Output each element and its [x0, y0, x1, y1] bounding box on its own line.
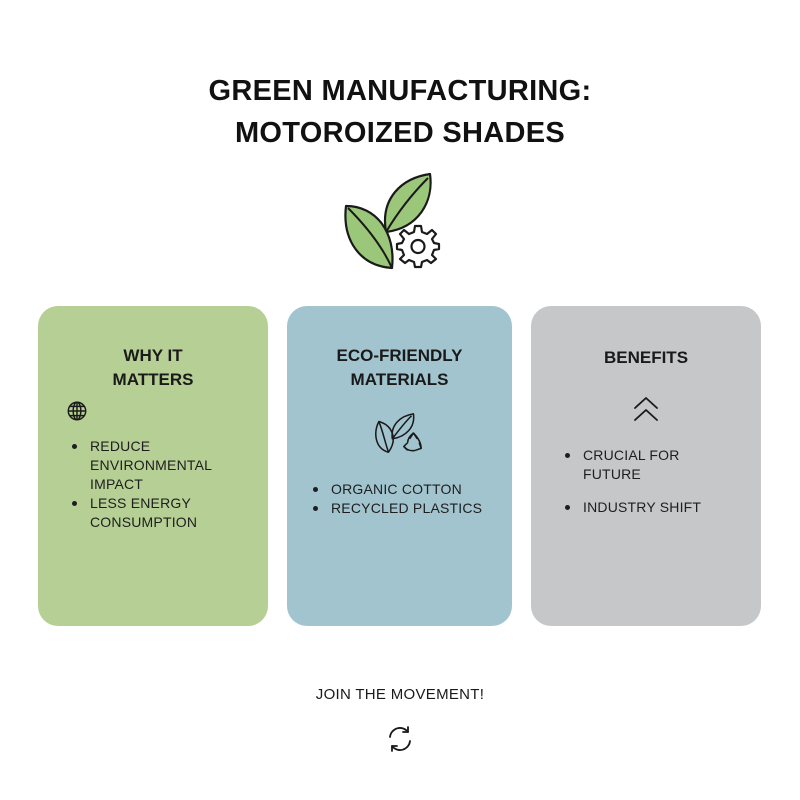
join-movement-text: JOIN THE MOVEMENT! [315, 686, 485, 703]
title-line-1: GREEN MANUFACTURING: [208, 75, 592, 107]
bullet-list: REDUCE ENVIRONMENTAL IMPACT LESS ENERGY … [68, 437, 212, 532]
list-item: ORGANIC COTTON [309, 480, 482, 499]
leaves-gear-icon [344, 172, 441, 270]
card-eco-friendly-materials: ECO-FRIENDLY MATERIALS ORGANIC COTTON RE… [287, 306, 512, 626]
card-title: WHY IT MATTERS [38, 344, 268, 392]
card-title-line: ECO-FRIENDLY [336, 346, 463, 365]
list-item: RECYCLED PLASTICS [309, 499, 482, 518]
card-title: ECO-FRIENDLY MATERIALS [287, 344, 512, 392]
list-item: CRUCIAL FOR FUTURE [561, 446, 701, 484]
bullet-text: LESS ENERGY [90, 495, 192, 511]
card-title-line: BENEFITS [603, 348, 689, 367]
title-line-2: MOTOROIZED SHADES [234, 117, 566, 149]
bullet-text: INDUSTRY SHIFT [583, 499, 702, 515]
card-title-line: WHY IT [123, 346, 183, 365]
bullet-text: REDUCE [90, 438, 151, 454]
bullet-text: RECYCLED PLASTICS [331, 500, 483, 516]
card-title: BENEFITS [531, 346, 761, 370]
list-item: LESS ENERGY CONSUMPTION [68, 494, 212, 532]
card-title-line: MATERIALS [350, 370, 449, 389]
bullet-text: ENVIRONMENTAL [90, 457, 213, 473]
leaf-recycle-icon [375, 413, 422, 454]
list-item: REDUCE ENVIRONMENTAL IMPACT [68, 437, 212, 494]
bullet-list: CRUCIAL FOR FUTURE INDUSTRY SHIFT [561, 446, 701, 517]
card-why-it-matters: WHY IT MATTERS REDUCE ENVIRONMENTAL IMPA… [38, 306, 268, 626]
page-title: GREEN MANUFACTURING: MOTOROIZED SHADES [0, 70, 800, 154]
bullet-text: CONSUMPTION [90, 514, 198, 530]
card-benefits: BENEFITS CRUCIAL FOR FUTURE INDUSTRY SHI… [531, 306, 761, 626]
card-title-line: MATTERS [112, 370, 194, 389]
list-item: INDUSTRY SHIFT [561, 498, 701, 517]
double-chevron-up-icon [634, 397, 658, 421]
bullet-text: ORGANIC COTTON [331, 481, 462, 497]
bullet-text: IMPACT [90, 476, 144, 492]
bullet-text: CRUCIAL FOR [583, 447, 680, 463]
bullet-text: FUTURE [583, 466, 641, 482]
bullet-list: ORGANIC COTTON RECYCLED PLASTICS [309, 480, 482, 518]
refresh-icon [389, 726, 411, 752]
globe-icon [67, 401, 87, 421]
